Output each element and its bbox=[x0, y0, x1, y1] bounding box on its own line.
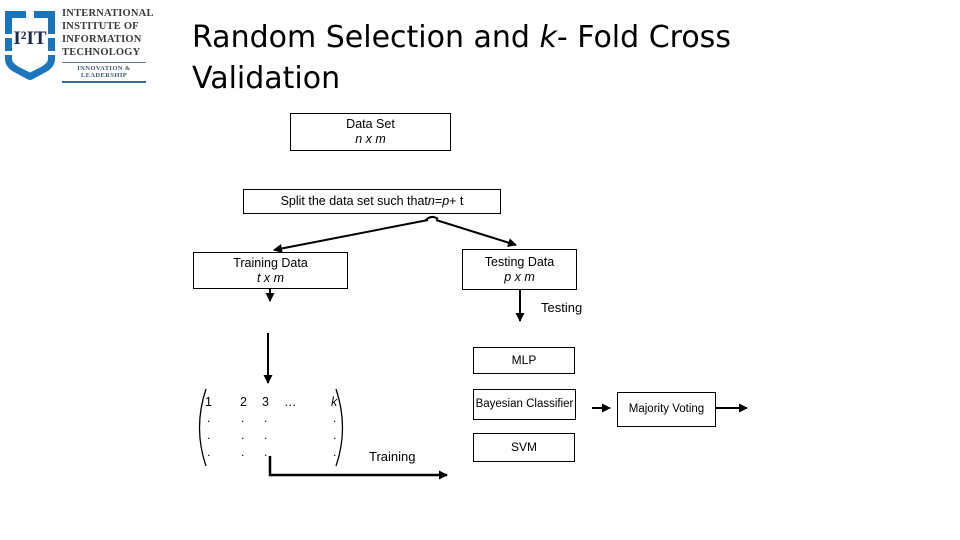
logo-institute-line: INSTITUTE OF bbox=[62, 21, 139, 32]
logo-institute-name: INTERNATIONAL INSTITUTE OF INFORMATION T… bbox=[62, 7, 154, 59]
matrix-dot: . bbox=[241, 428, 245, 442]
arrow-split-to-testing bbox=[435, 219, 517, 247]
logo-tagline: INNOVATION & LEADERSHIP bbox=[62, 62, 146, 83]
matrix-dot: . bbox=[241, 445, 245, 459]
bayesian-classifier-box: Bayesian Classifier bbox=[473, 389, 576, 420]
split-var-p: p bbox=[442, 194, 450, 208]
matrix-dot: . bbox=[333, 445, 337, 459]
logo-acronym: I²IT bbox=[13, 28, 47, 49]
svm-classifier-box: SVM bbox=[473, 433, 575, 462]
testing-data-dimensions: p x m bbox=[504, 269, 535, 284]
training-data-dimensions: t x m bbox=[256, 270, 285, 285]
split-rule-box: Split the data set such that n=p + t bbox=[243, 189, 501, 214]
data-set-label: Data Set bbox=[346, 117, 395, 131]
matrix-dot: . bbox=[333, 428, 337, 442]
testing-data-box: Testing Data p x m bbox=[462, 249, 577, 290]
matrix-dot: . bbox=[264, 428, 268, 442]
title-text: - Fold Cross Validation bbox=[192, 20, 731, 96]
training-phase-label: Training bbox=[369, 449, 416, 464]
arrow-matrix-to-classifiers bbox=[268, 456, 448, 480]
matrix-dot: . bbox=[241, 411, 245, 425]
iiit-logo: I²IT INTERNATIONAL INSTITUTE OF INFORMAT… bbox=[2, 4, 154, 86]
split-var-n: n bbox=[427, 194, 435, 208]
split-text: Split the data set such that bbox=[280, 194, 428, 208]
matrix-col-3: 3 bbox=[262, 395, 269, 409]
matrix-dot: . bbox=[207, 428, 211, 442]
arrow-split-to-training bbox=[273, 219, 429, 253]
iiit-shield-icon bbox=[5, 11, 55, 80]
matrix-dot: . bbox=[264, 411, 268, 425]
testing-data-label: Testing Data bbox=[484, 254, 555, 269]
mlp-classifier-box: MLP bbox=[473, 347, 575, 374]
slide-title: Random Selection and k- Fold Cross Valid… bbox=[192, 17, 798, 99]
split-apex-curve bbox=[424, 215, 439, 222]
matrix-dot: . bbox=[207, 445, 211, 459]
split-tail: + t bbox=[449, 194, 464, 208]
training-data-label: Training Data bbox=[233, 255, 308, 270]
logo-institute-line: TECHNOLOGY bbox=[62, 47, 141, 58]
logo-institute-line: INFORMATION bbox=[62, 34, 142, 45]
split-equals: = bbox=[434, 194, 443, 208]
matrix-col-2: 2 bbox=[240, 395, 247, 409]
matrix-col-1: 1 bbox=[205, 395, 212, 409]
data-set-box: Data Set n x m bbox=[290, 113, 451, 151]
title-text: Random Selection and bbox=[192, 20, 540, 55]
matrix-dot: . bbox=[207, 411, 211, 425]
data-set-dimensions: n x m bbox=[355, 132, 386, 146]
testing-phase-label: Testing bbox=[541, 300, 583, 315]
training-data-box: Training Data t x m bbox=[193, 252, 348, 289]
matrix-ellipsis: … bbox=[284, 395, 297, 409]
matrix-dot: . bbox=[333, 411, 337, 425]
majority-voting-box: Majority Voting bbox=[617, 392, 716, 427]
matrix-col-k: k bbox=[331, 395, 338, 409]
title-k-italic: k bbox=[539, 20, 557, 55]
matrix-dot: . bbox=[264, 445, 268, 459]
logo-institute-line: INTERNATIONAL bbox=[62, 8, 154, 19]
